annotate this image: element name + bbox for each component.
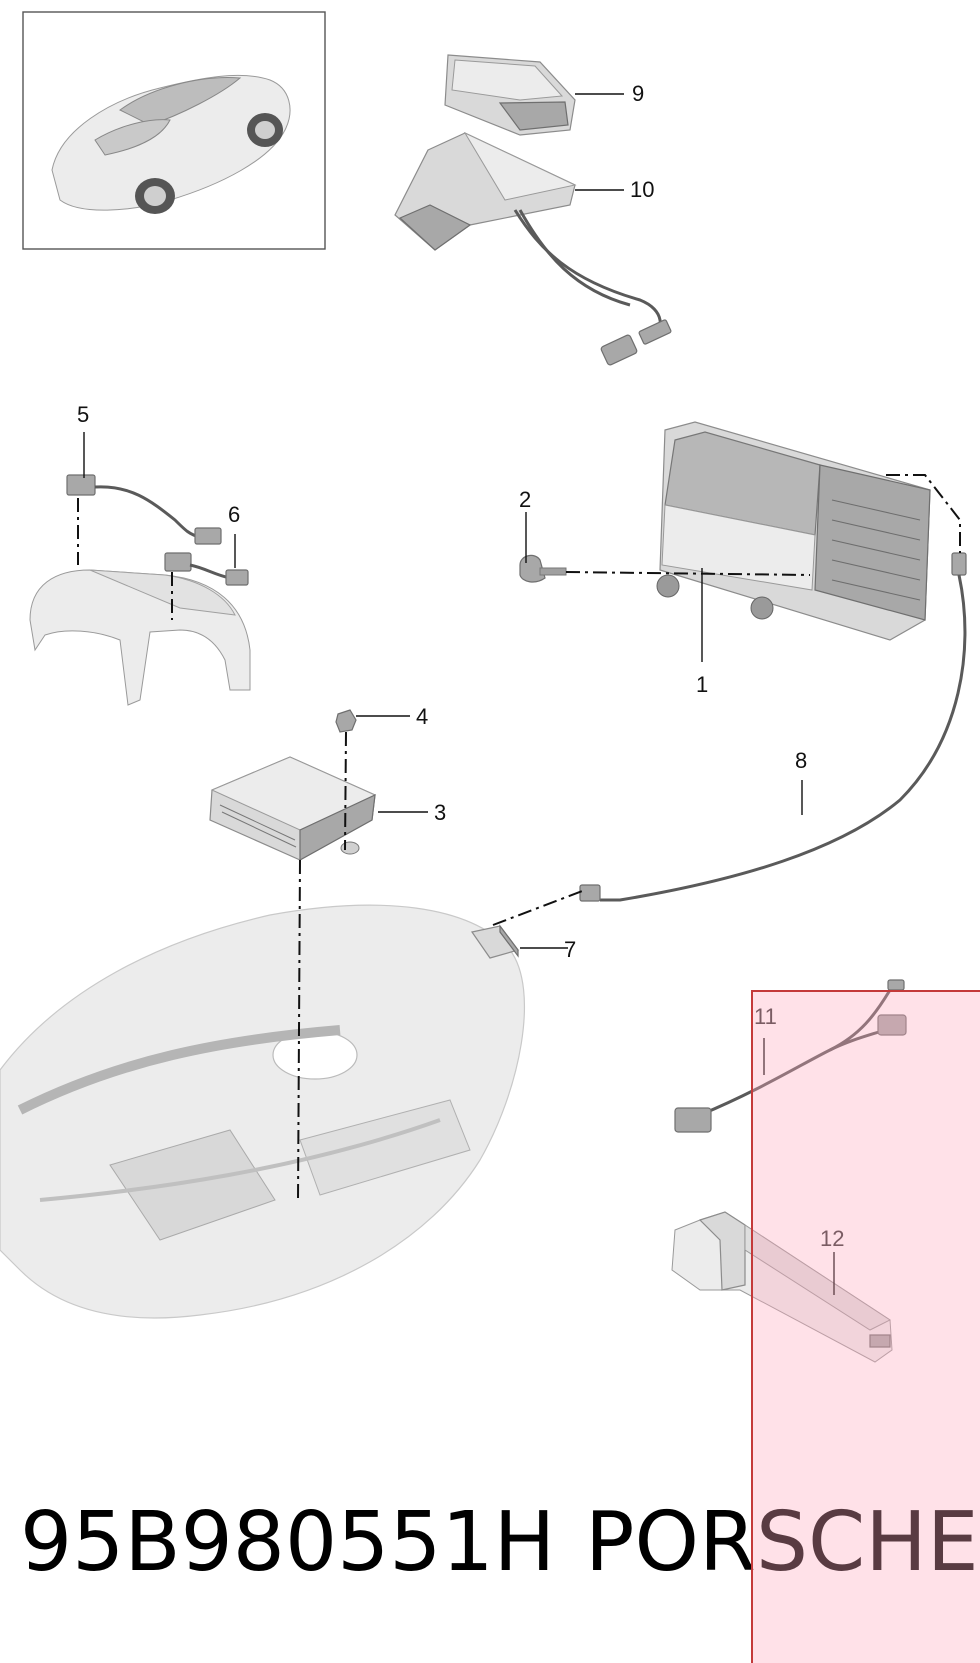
floor-pan — [0, 904, 525, 1319]
callout-2: 2 — [519, 487, 531, 512]
part-12-mount-bracket — [671, 1211, 893, 1363]
callout-6: 6 — [228, 502, 240, 527]
leader-lines — [83, 93, 835, 1295]
callout-5: 5 — [77, 402, 89, 427]
caption: 95B980551H PORSCHE — [0, 1478, 980, 1608]
part-4-nut — [335, 709, 357, 733]
callout-9: 9 — [632, 81, 644, 106]
part-number: 95B980551H — [20, 1495, 556, 1590]
brand-name: PORSCHE — [585, 1495, 979, 1590]
callout-3: 3 — [434, 800, 446, 825]
part-7-usb-socket — [470, 924, 520, 959]
part-8-cable — [579, 552, 967, 902]
callout-labels: 1 2 3 4 5 6 7 8 9 10 11 12 — [77, 81, 844, 1251]
part-6-cable — [164, 552, 249, 586]
callout-7: 7 — [564, 937, 576, 962]
callout-11: 11 — [754, 1004, 777, 1029]
vehicle-thumbnail — [22, 11, 326, 250]
part-9-housing — [444, 54, 576, 136]
part-11-cable-harness — [674, 979, 907, 1133]
part-3-control-module — [209, 756, 377, 862]
callout-10: 10 — [630, 177, 654, 202]
callout-12: 12 — [820, 1226, 844, 1251]
callout-1: 1 — [696, 672, 708, 697]
assembly-lines — [77, 474, 961, 1201]
part-1-head-unit — [656, 421, 931, 641]
part-2-screw — [519, 554, 567, 583]
car-illustration — [51, 74, 291, 214]
part-10-bracket-with-cable — [394, 131, 672, 366]
callout-4: 4 — [416, 704, 428, 729]
part-5-cable — [66, 474, 222, 545]
column-shroud — [29, 569, 251, 706]
callout-8: 8 — [795, 748, 807, 773]
